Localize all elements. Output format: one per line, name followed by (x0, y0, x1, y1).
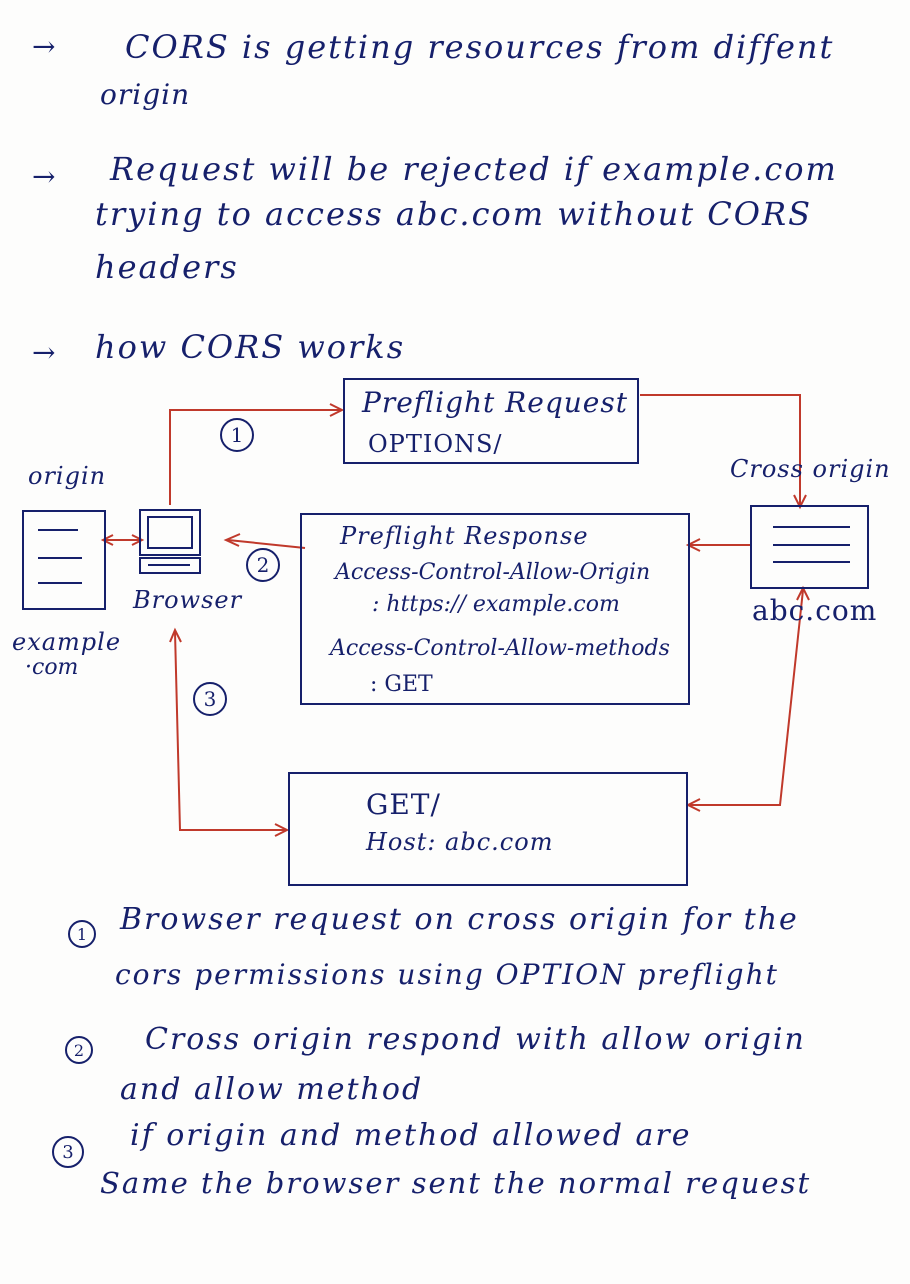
note-line-1a: CORS is getting resources from diffent (125, 28, 835, 66)
get-request-box (288, 772, 688, 886)
note-line-2a: Request will be rejected if example.com (110, 150, 838, 188)
preflight-response-line-3: Access-Control-Allow-methods (330, 636, 670, 661)
footnote-1-line-a: Browser request on cross origin for the (120, 902, 799, 937)
cross-origin-label: Cross origin (730, 455, 891, 483)
preflight-response-line-4: : GET (370, 672, 433, 697)
example-com-label-a: example (12, 628, 122, 656)
preflight-request-sub: OPTIONS/ (368, 430, 503, 458)
note-line-1b: origin (100, 78, 191, 111)
preflight-request-title: Preflight Request (362, 386, 628, 419)
example-com-document-icon (22, 510, 106, 610)
bullet-arrow-icon: → (32, 30, 56, 63)
step-3-badge: 3 (193, 682, 227, 716)
get-line-2: Host: abc.com (366, 828, 554, 856)
footnote-2-badge: 2 (65, 1036, 93, 1064)
abc-com-label: abc.com (752, 594, 878, 627)
bullet-arrow-icon: → (32, 336, 56, 369)
footnote-2-line-a: Cross origin respond with allow origin (145, 1022, 806, 1057)
preflight-response-line-2: : https:// example.com (372, 592, 620, 617)
origin-label: origin (28, 462, 107, 490)
bullet-arrow-icon: → (32, 160, 56, 193)
browser-label: Browser (133, 586, 243, 614)
note-line-2c: headers (95, 248, 239, 286)
note-line-2b: trying to access abc.com without CORS (95, 195, 812, 233)
footnote-3-line-a: if origin and method allowed are (130, 1118, 692, 1153)
preflight-request-box (343, 378, 639, 464)
footnote-1-badge: 1 (68, 920, 96, 948)
preflight-response-title: Preflight Response (340, 522, 589, 550)
note-line-3: how CORS works (95, 328, 406, 366)
footnote-3-line-b: Same the browser sent the normal request (100, 1166, 812, 1200)
preflight-response-line-1: Access-Control-Allow-Origin (335, 560, 651, 585)
step-2-badge: 2 (246, 548, 280, 582)
step-1-badge: 1 (220, 418, 254, 452)
footnote-2-line-b: and allow method (120, 1072, 424, 1107)
footnote-3-badge: 3 (52, 1136, 84, 1168)
example-com-label-b: ·com (25, 655, 79, 680)
footnote-1-line-b: cors permissions using OPTION preflight (115, 958, 779, 991)
preflight-response-box (300, 513, 690, 705)
get-line-1: GET/ (366, 788, 441, 821)
abc-com-document-icon (750, 505, 869, 589)
